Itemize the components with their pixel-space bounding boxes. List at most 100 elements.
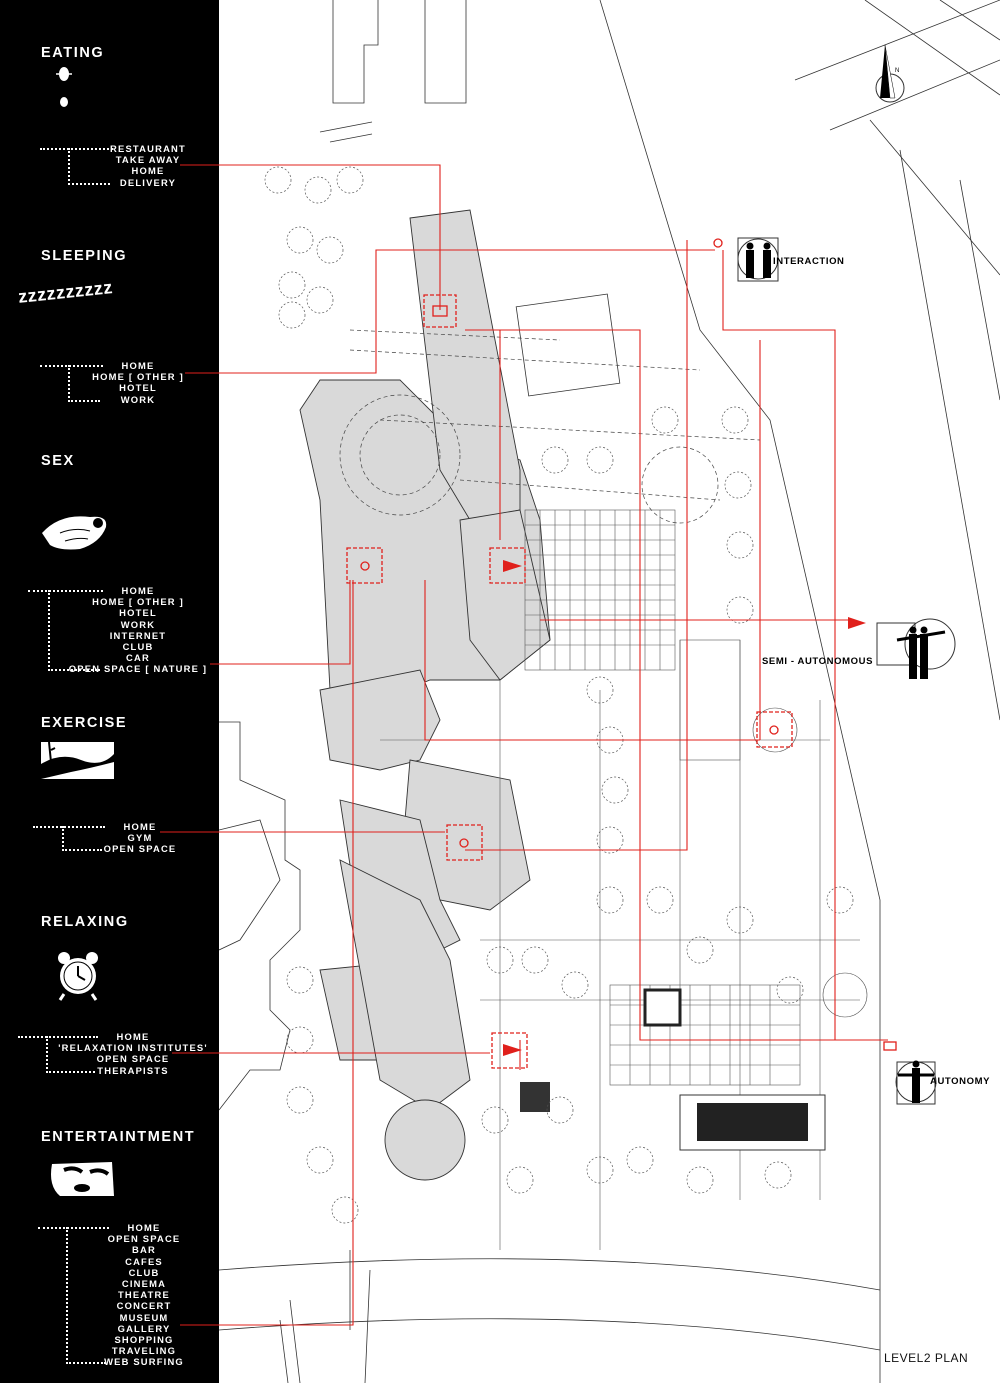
tree-icon: [304, 176, 332, 204]
location-item: HOME [ OTHER ]: [92, 371, 184, 383]
bracket-divider: [33, 826, 105, 828]
interaction-icon: [737, 237, 779, 282]
location-item: CLUB: [122, 641, 154, 652]
category-title-relaxing: RELAXING: [41, 914, 129, 930]
tree-icon: [686, 936, 714, 964]
location-item: WEB SURFING: [104, 1356, 184, 1368]
tree-icon: [626, 1146, 654, 1174]
location-item: TRAVELING: [111, 1345, 177, 1357]
location-item: GALLERY: [117, 1322, 171, 1334]
tree-icon: [776, 976, 804, 1004]
location-item: HOME: [131, 165, 165, 177]
bracket-divider: [66, 1227, 106, 1365]
location-item: TAKE AWAY: [115, 154, 181, 166]
tree-icon: [724, 471, 752, 499]
location-item: HOTEL: [119, 607, 157, 619]
location-item: 'RELAXATION INSTITUTES': [58, 1042, 208, 1054]
eating-icon: [56, 67, 72, 107]
location-item: CLUB: [128, 1266, 160, 1278]
building-mass: [299, 209, 551, 1181]
square-block: [515, 293, 621, 397]
category-title-sex: SEX: [41, 453, 75, 469]
north-arrow-icon: [875, 44, 905, 103]
category-title-entertaintment: ENTERTAINTMENT: [41, 1129, 196, 1145]
tree-icon: [541, 446, 569, 474]
bracket-divider: [68, 365, 100, 402]
location-item: WORK: [120, 393, 156, 405]
exercise-photo-icon: [41, 742, 114, 779]
location-item: CINEMA: [121, 1278, 167, 1289]
location-item: THEATRE: [118, 1289, 170, 1301]
tree-icon: [264, 166, 292, 194]
location-item: HOME: [123, 821, 157, 832]
tree-icon: [826, 886, 854, 914]
sex-hands-icon: [42, 516, 107, 550]
tree-icon: [286, 1086, 314, 1114]
tree-icon: [764, 1161, 792, 1189]
bracket-divider: [40, 148, 113, 150]
tree-icon: [278, 271, 306, 299]
tree-icon: [286, 966, 314, 994]
tree-icon: [601, 776, 629, 804]
location-item: RESTAURANT: [110, 143, 186, 154]
tree-icon: [278, 301, 306, 329]
location-item: GYM: [127, 832, 153, 844]
relaxing-alarm-clock-icon: [58, 952, 98, 1001]
tree-icon: [286, 226, 314, 254]
bracket-divider: [40, 365, 103, 367]
mode-label-interaction: INTERACTION: [773, 256, 845, 267]
location-item: CONCERT: [116, 1300, 172, 1312]
location-item: CAR: [126, 652, 150, 664]
tree-icon: [506, 1166, 534, 1194]
bracket-divider: [28, 590, 103, 592]
mode-label-autonomy: AUTONOMY: [930, 1076, 991, 1087]
neighbor-building: [332, 0, 467, 104]
tree-icon: [651, 406, 679, 434]
location-item: HOME: [121, 360, 155, 371]
location-item: HOME [ OTHER ]: [92, 596, 184, 608]
tree-icon: [596, 886, 624, 914]
tree-icon: [721, 406, 749, 434]
north-label: N: [895, 68, 899, 74]
level2-floor-plan: N: [219, 0, 1000, 1383]
category-title-exercise: EXERCISE: [41, 715, 128, 731]
location-item: HOME: [121, 585, 155, 596]
location-item: THERAPISTS: [97, 1064, 169, 1076]
tree-icon: [586, 446, 614, 474]
tree-icon: [546, 1096, 574, 1124]
bracket-divider: [38, 1227, 109, 1229]
tree-icon: [686, 1166, 714, 1194]
tree-icon: [726, 531, 754, 559]
location-item: CAFES: [125, 1255, 163, 1267]
tree-icon: [481, 1106, 509, 1134]
tree-icon: [331, 1196, 359, 1224]
location-item: HOME: [116, 1031, 150, 1042]
bracket-divider: [62, 826, 102, 852]
semi-autonomous-icon: [876, 618, 956, 679]
category-title-sleeping: SLEEPING: [41, 248, 128, 264]
location-item: HOME: [127, 1222, 161, 1233]
tree-icon: [306, 1146, 334, 1174]
plan-title: LEVEL2 PLAN: [884, 1351, 969, 1365]
tree-icon: [286, 1026, 314, 1054]
tree-icon: [521, 946, 549, 974]
tree-icon: [316, 236, 344, 264]
tree-icon: [586, 1156, 614, 1184]
tree-icon: [596, 826, 624, 854]
location-item: DELIVERY: [119, 176, 177, 188]
autonomy-icon: [895, 1060, 937, 1105]
location-item: HOTEL: [119, 382, 157, 394]
bracket-divider: [68, 148, 110, 185]
tree-icon: [561, 971, 589, 999]
entertainment-face-icon: [51, 1162, 114, 1196]
tree-icon: [726, 596, 754, 624]
location-item: OPEN SPACE: [103, 843, 177, 855]
tree-icon: [306, 286, 334, 314]
location-item: OPEN SPACE [ NATURE ]: [68, 663, 208, 675]
location-item: BAR: [132, 1244, 156, 1256]
location-item: MUSEUM: [119, 1311, 169, 1323]
location-item: SHOPPING: [114, 1334, 174, 1345]
location-item: INTERNET: [109, 629, 167, 641]
bracket-divider: [18, 1036, 98, 1038]
bracket-divider: [48, 590, 100, 672]
